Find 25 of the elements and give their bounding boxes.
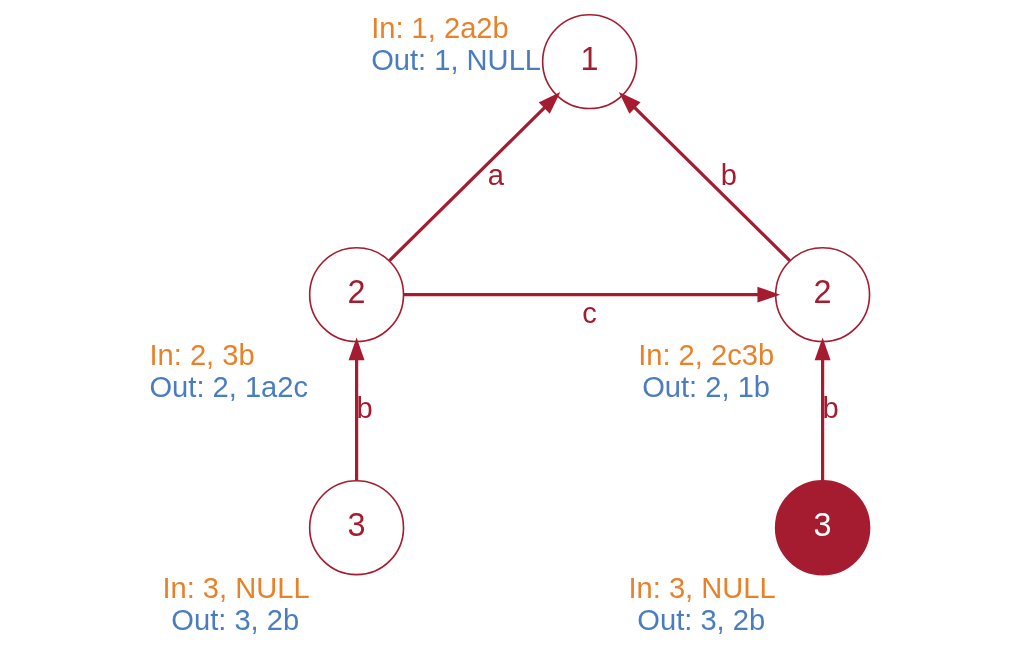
node-circle: 3 (774, 479, 870, 576)
node-label: In: 2, 2c3b (637, 338, 774, 371)
node-label: In: 3, NULL (627, 571, 776, 604)
node-label: Out: 3, 2b (636, 604, 765, 637)
edge-label: a (487, 159, 504, 192)
arrow (348, 337, 365, 481)
arrow (403, 286, 780, 303)
edge-label: b (822, 392, 839, 425)
node-label: Out: 2, 1a2c (148, 371, 308, 404)
arrow (387, 92, 560, 262)
edge-label: c (581, 296, 597, 329)
edge-label: b (356, 392, 373, 425)
node-circle: 3 (308, 479, 404, 576)
node-circle: 1 (541, 13, 637, 110)
node-circle: 2 (308, 246, 404, 343)
node-label: In: 3, NULL (161, 571, 310, 604)
edge-label: b (720, 159, 737, 192)
arrow (618, 92, 791, 262)
node-circle: 2 (774, 246, 870, 343)
node-label: Out: 2, 1b (641, 371, 770, 404)
node-label: In: 2, 3b (148, 338, 255, 371)
arrow (814, 337, 831, 481)
node-label: In: 1, 2a2b (370, 12, 509, 45)
node-label: Out: 1, NULL (370, 44, 541, 77)
node-label: Out: 3, 2b (170, 604, 299, 637)
